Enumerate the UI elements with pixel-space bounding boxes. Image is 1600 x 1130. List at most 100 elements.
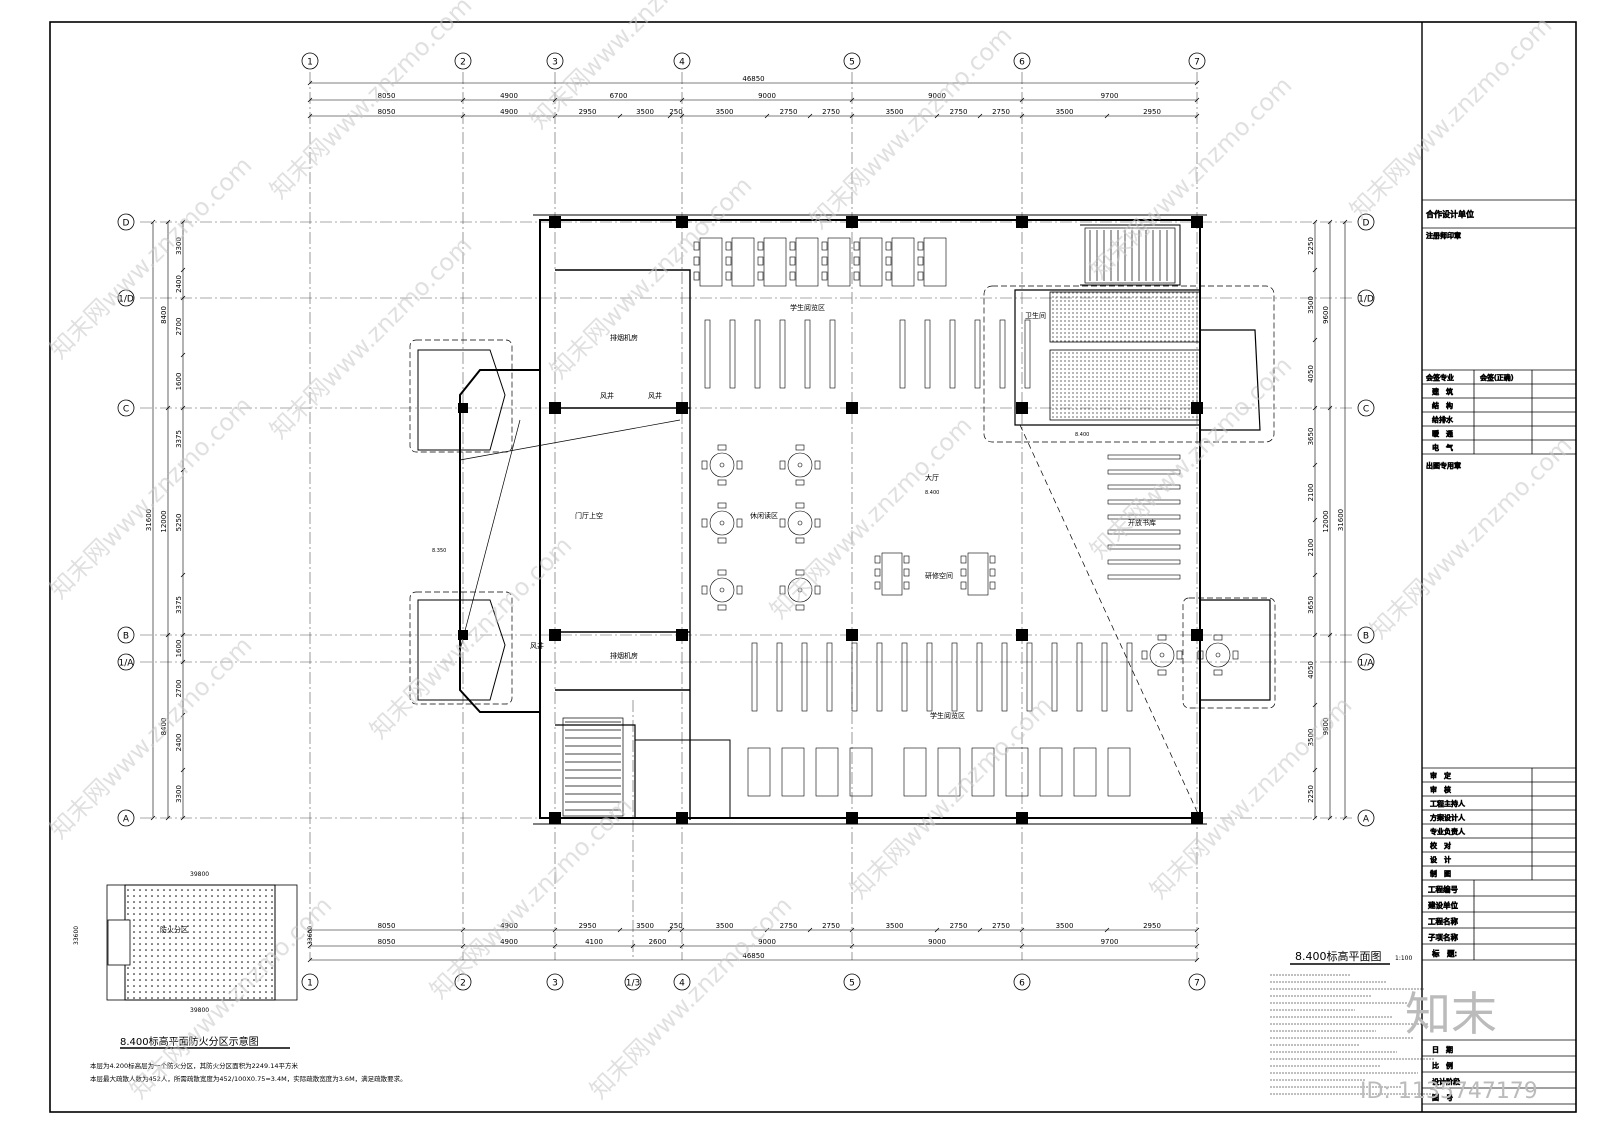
column [458, 403, 468, 413]
room-label-open-books: 开放书库 [1128, 518, 1156, 527]
room-label-reading-top: 学生阅览区 [790, 303, 825, 312]
watermark-text: 知末网www.znzmo.com [1364, 431, 1577, 644]
room-label-reading-bottom: 学生阅览区 [930, 711, 965, 720]
dim-left-row2-10: 3300 [175, 785, 183, 803]
grid-col-bottom-2: 2 [454, 973, 472, 991]
column [549, 812, 561, 824]
column [549, 402, 561, 414]
dim-top-row2-8: 3500 [886, 108, 904, 116]
dim-bottom-row2-0: 8050 [378, 938, 396, 946]
tb-role-4: 专业负责人 [1430, 827, 1465, 836]
tb-sheet: 图 号 [1432, 1094, 1453, 1102]
room-label-wind1: 风井 [600, 391, 614, 400]
dim-bottom-row1-8: 3500 [886, 922, 904, 930]
fire-zone-inset: 防火分区 39800 39800 33600 33600 8.400标高平面防火… [73, 871, 407, 1083]
watermark-text: 知末网www.znzmo.com [804, 21, 1017, 234]
dim-top-row1-0: 8050 [378, 92, 396, 100]
tb-major-4: 电 气 [1432, 443, 1453, 452]
dim-top-row2-6: 2750 [780, 108, 798, 116]
watermark-text: 知末网www.znzmo.com [764, 411, 977, 624]
grid-col-bottom-3: 3 [546, 973, 564, 991]
tb-sub-name: 子项名称 [1428, 932, 1458, 942]
room-label-wind3: 风井 [530, 641, 544, 650]
watermark-text: 知末网www.znzmo.com [1144, 691, 1357, 904]
column [1191, 629, 1203, 641]
inset-area-label: 防火分区 [160, 925, 188, 934]
svg-text:D: D [123, 219, 130, 229]
dim-bottom-total-0: 46850 [742, 952, 764, 960]
dim-left-row2-7: 1600 [175, 640, 183, 658]
dim-left-row2-5: 5250 [175, 514, 183, 532]
tb-role-5: 校 对 [1430, 841, 1451, 850]
watermark-text: 知末网www.znzmo.com [264, 231, 477, 444]
dim-bottom-row1-3: 3500 [636, 922, 654, 930]
tb-role-3: 方案设计人 [1430, 813, 1465, 822]
dim-bottom-row2-2: 4100 [585, 938, 603, 946]
watermark-text: 知末网www.znzmo.com [424, 791, 637, 1004]
inset-dim-top: 39800 [190, 871, 209, 878]
svg-text:7: 7 [1194, 979, 1200, 989]
furniture [693, 237, 1239, 797]
tb-proj-no: 工程编号 [1428, 884, 1458, 894]
svg-text:4: 4 [679, 979, 685, 989]
watermark-text: 知末网www.znzmo.com [264, 0, 477, 204]
watermark-text: 知末网www.znzmo.com [364, 531, 577, 744]
stairs [562, 227, 1176, 817]
watermark-text: 知末网www.znzmo.com [844, 691, 1057, 904]
tb-role-0: 审 定 [1430, 771, 1451, 780]
column [1016, 812, 1028, 824]
watermark-text: 知末网www.znzmo.com [544, 171, 757, 384]
dim-top-row2-9: 2750 [950, 108, 968, 116]
dim-right-row2-9: 2250 [1307, 785, 1315, 803]
dim-top-total-0: 46850 [742, 75, 764, 83]
dim-left-row2-3: 1600 [175, 373, 183, 391]
dim-right-row2-7: 4050 [1307, 661, 1315, 679]
dim-left-row2-8: 2700 [175, 680, 183, 698]
tb-major-1: 结 构 [1432, 401, 1453, 410]
id-watermark: ID: 1135747179 [1360, 1079, 1538, 1104]
toilet-area [1049, 291, 1201, 343]
column [846, 629, 858, 641]
grid-col-bottom-1-3: 1/3 [624, 973, 642, 991]
grid-col-top-6: 6 [1013, 52, 1031, 70]
watermark-text: 知末网www.znzmo.com [584, 891, 797, 1104]
column [1016, 629, 1028, 641]
svg-text:A: A [123, 815, 130, 825]
grid-row-right-B: B [1357, 626, 1375, 644]
tb-proj-name: 工程名称 [1428, 916, 1458, 926]
column [1191, 216, 1203, 228]
grid-row-right-A: A [1357, 809, 1375, 827]
svg-text:A: A [1363, 815, 1370, 825]
dim-left-row2-2: 2700 [175, 318, 183, 336]
dim-bottom-row2-4: 9000 [758, 938, 776, 946]
grid-col-top-2: 2 [454, 52, 472, 70]
dim-bottom-row1-4: 250 [669, 922, 682, 930]
room-label-hall: 大厅 [925, 473, 939, 482]
title-block: 合作设计单位注册师印章会签专业会签(正确)建 筑结 构给排水暖 通电 气出图专用… [1422, 199, 1576, 1105]
dim-right-row1-0: 9600 [1322, 306, 1330, 324]
tb-client: 建设单位 [1428, 900, 1458, 910]
grid-col-bottom-5: 5 [843, 973, 861, 991]
dim-bottom-row2-5: 9000 [928, 938, 946, 946]
svg-text:2: 2 [460, 979, 466, 989]
column [1016, 216, 1028, 228]
svg-text:C: C [123, 405, 129, 415]
dim-right-row1-1: 12000 [1322, 510, 1330, 532]
dim-left-row1-0: 8400 [160, 306, 168, 324]
dim-right-row2-5: 2100 [1307, 539, 1315, 557]
dim-bottom-row1-1: 4900 [500, 922, 518, 930]
tb-major-3: 暖 通 [1432, 429, 1453, 438]
dim-bottom-row1-6: 2750 [780, 922, 798, 930]
dim-right-row2-2: 4050 [1307, 365, 1315, 383]
grid-row-left-C: C [117, 399, 135, 417]
dim-top-row2-10: 2750 [992, 108, 1010, 116]
grid-row-right-C: C [1357, 399, 1375, 417]
room-label-wind2: 风井 [648, 391, 662, 400]
svg-text:1/D: 1/D [118, 295, 134, 305]
inset-dim-right: 33600 [307, 926, 314, 945]
svg-text:1: 1 [307, 58, 313, 68]
room-label-toilet: 卫生间 [1025, 311, 1046, 320]
tb-date: 日 期 [1432, 1046, 1453, 1054]
